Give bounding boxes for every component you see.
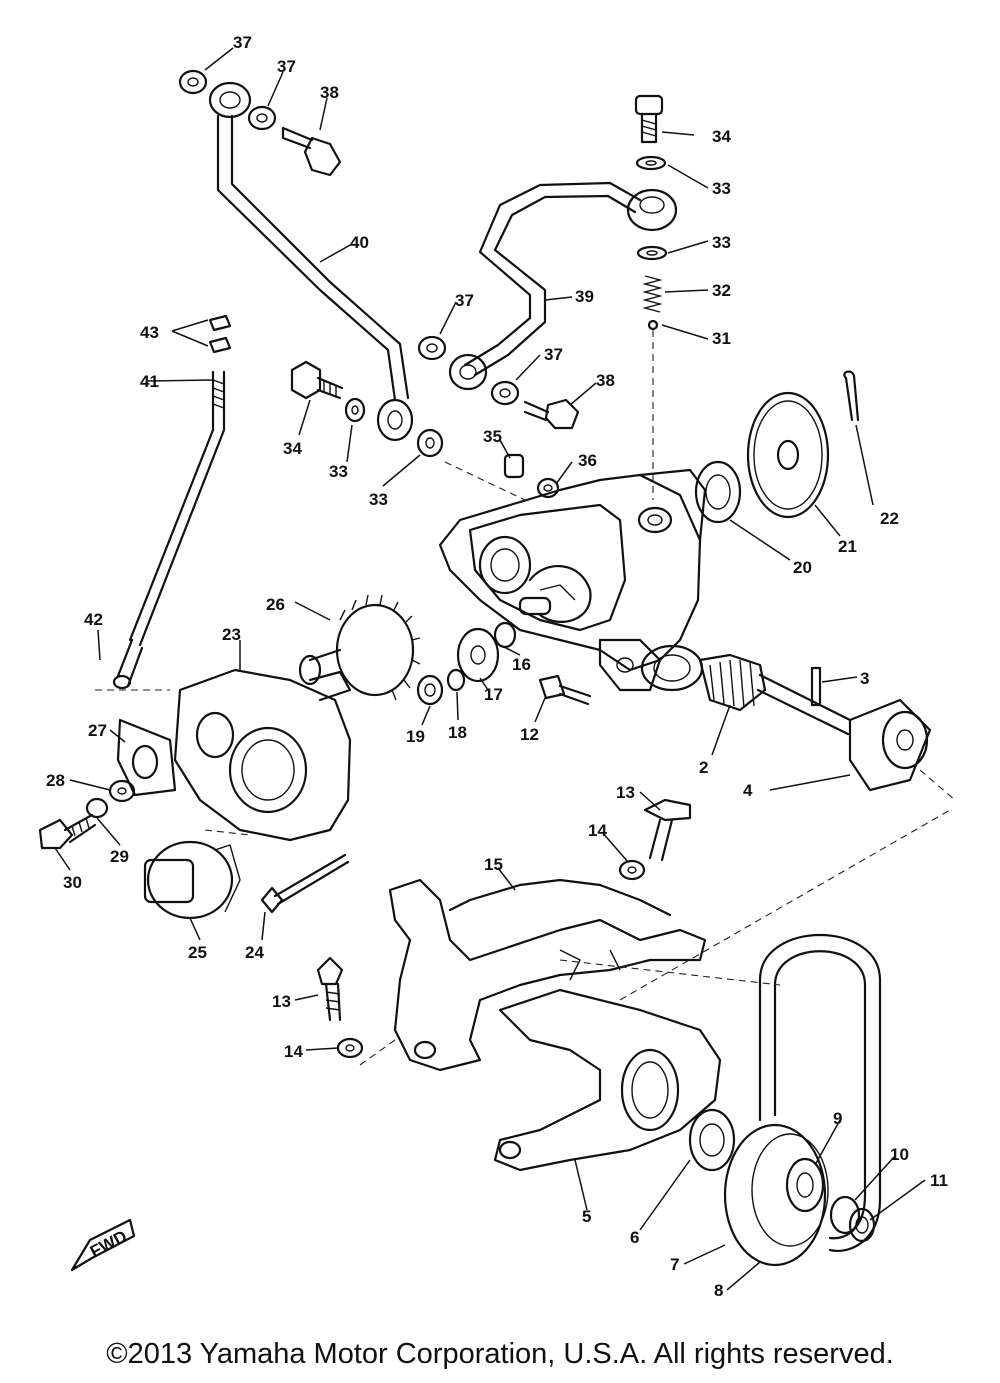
callout-label: 39 bbox=[575, 287, 594, 306]
callout-label: 33 bbox=[712, 233, 731, 252]
callout-label: 38 bbox=[596, 371, 615, 390]
callout-label: 37 bbox=[277, 57, 296, 76]
callout-label: 14 bbox=[284, 1042, 303, 1061]
callout-label: 25 bbox=[188, 943, 207, 962]
callout-label: 21 bbox=[838, 537, 857, 556]
callout-label: 26 bbox=[266, 595, 285, 614]
callout-label: 23 bbox=[222, 625, 241, 644]
bracket-group bbox=[316, 798, 707, 1072]
pulley-belt-group bbox=[359, 809, 951, 1267]
callout-label: 38 bbox=[320, 83, 339, 102]
callout-label: 24 bbox=[245, 943, 264, 962]
callout-label: 8 bbox=[714, 1281, 723, 1300]
stud-and-nuts bbox=[97, 314, 232, 690]
callout-label: 14 bbox=[588, 821, 607, 840]
callout-label: 13 bbox=[616, 783, 635, 802]
callout-label: 6 bbox=[630, 1228, 639, 1247]
callout-label: 22 bbox=[880, 509, 899, 528]
callout-label: 40 bbox=[350, 233, 369, 252]
callout-labels: 37 37 38 40 34 33 33 39 37 37 38 32 31 4… bbox=[46, 33, 948, 1300]
fwd-arrow-icon: FWD bbox=[70, 1218, 136, 1272]
callout-label: 15 bbox=[484, 855, 503, 874]
callout-label: 41 bbox=[140, 372, 159, 391]
callout-label: 31 bbox=[712, 329, 731, 348]
oil-line-40 bbox=[178, 69, 414, 442]
check-valve-stack bbox=[626, 94, 678, 500]
callout-label: 43 bbox=[140, 323, 159, 342]
callout-label: 32 bbox=[712, 281, 731, 300]
callout-label: 18 bbox=[448, 723, 467, 742]
oil-line-39 bbox=[417, 181, 642, 430]
callout-label: 16 bbox=[512, 655, 531, 674]
callout-label: 3 bbox=[860, 669, 869, 688]
callout-label: 13 bbox=[272, 992, 291, 1011]
left-bolt-washers bbox=[290, 360, 560, 499]
pump-cover-group bbox=[38, 668, 352, 920]
bearing-gear-group bbox=[694, 370, 860, 524]
callout-label: 34 bbox=[712, 127, 731, 146]
callout-label: 34 bbox=[283, 439, 302, 458]
callout-label: 37 bbox=[233, 33, 252, 52]
callout-label: 11 bbox=[930, 1171, 948, 1190]
callout-label: 12 bbox=[520, 725, 539, 744]
callout-label: 20 bbox=[793, 558, 812, 577]
copyright-notice: ©2013 Yamaha Motor Corporation, U.S.A. A… bbox=[106, 1338, 894, 1370]
callout-label: 33 bbox=[712, 179, 731, 198]
callout-label: 7 bbox=[670, 1255, 679, 1274]
callout-label: 37 bbox=[544, 345, 563, 364]
callout-label: 35 bbox=[483, 427, 502, 446]
callout-label: 2 bbox=[699, 758, 708, 777]
callout-label: 33 bbox=[369, 490, 388, 509]
callout-label: 9 bbox=[833, 1109, 842, 1128]
callout-label: 5 bbox=[582, 1207, 591, 1226]
callout-label: 19 bbox=[406, 727, 425, 746]
callout-label: 10 bbox=[890, 1145, 909, 1164]
callout-label: 27 bbox=[88, 721, 107, 740]
callout-label: 28 bbox=[46, 771, 65, 790]
drive-gear-group bbox=[298, 594, 592, 706]
callout-label: 36 bbox=[578, 451, 597, 470]
callout-label: 42 bbox=[84, 610, 103, 629]
exploded-parts-diagram: FWD bbox=[38, 33, 956, 1300]
callout-label: 29 bbox=[110, 847, 129, 866]
callout-label: 17 bbox=[484, 685, 503, 704]
worm-shaft bbox=[640, 644, 956, 801]
callout-label: 37 bbox=[455, 291, 474, 310]
callout-label: 33 bbox=[329, 462, 348, 481]
callout-label: 30 bbox=[63, 873, 82, 892]
callout-label: 4 bbox=[743, 781, 753, 800]
callout-leaders bbox=[54, 47, 926, 1291]
